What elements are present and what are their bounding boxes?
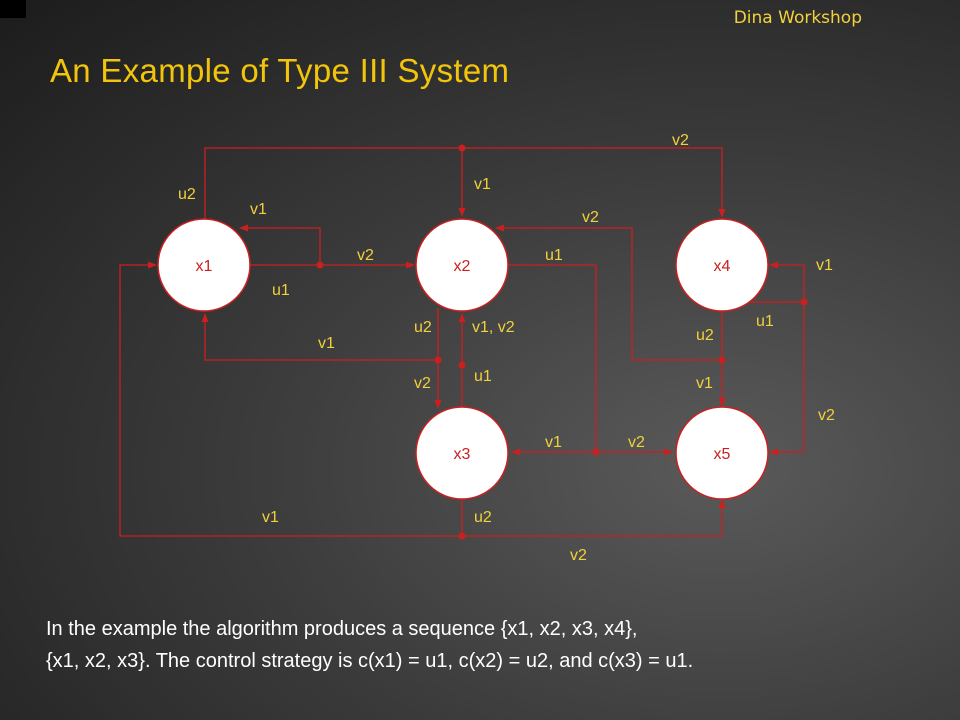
node-x1-label: x1 bbox=[196, 258, 213, 275]
edge-labels: v2 u2 v1 v2 u1 v1 v2 u1 u2 v1, v2 v1 v2 … bbox=[178, 132, 835, 564]
label-x2-u1: u1 bbox=[545, 247, 563, 264]
label-x2-x1-v1: v1 bbox=[318, 335, 335, 352]
label-bottom-v2: v2 bbox=[570, 547, 587, 564]
node-x4-label: x4 bbox=[714, 258, 731, 275]
junction-dots bbox=[316, 144, 808, 540]
label-x3-v1: v1 bbox=[545, 434, 562, 451]
edges bbox=[119, 147, 805, 537]
corner-mark bbox=[0, 0, 26, 18]
label-x1-u2: u2 bbox=[178, 186, 196, 203]
node-x5: x5 bbox=[675, 406, 769, 500]
label-x2-x3-v2: v2 bbox=[414, 375, 431, 392]
label-x5-v1: v1 bbox=[696, 375, 713, 392]
label-x4-v1: v1 bbox=[816, 257, 833, 274]
label-x2-u2: u2 bbox=[414, 319, 432, 336]
node-x3: x3 bbox=[415, 406, 509, 500]
edge-x2-u1 bbox=[508, 264, 597, 456]
label-bottom-v1: v1 bbox=[262, 509, 279, 526]
edge-top-x1-x4 bbox=[204, 147, 726, 219]
edge-x2-x1-v1 bbox=[201, 313, 438, 361]
header-text: Dina Workshop bbox=[733, 8, 862, 28]
label-x2-v2-right: v2 bbox=[582, 209, 599, 226]
label-x4-u2: u2 bbox=[696, 327, 714, 344]
label-x3-u2: u2 bbox=[474, 509, 492, 526]
node-x2: x2 bbox=[415, 218, 509, 312]
label-x2-v1v2: v1, v2 bbox=[472, 319, 515, 336]
edge-x5-x2-v2 bbox=[495, 224, 722, 361]
node-x1: x1 bbox=[157, 218, 251, 312]
edge-bottom-x1 bbox=[119, 261, 462, 537]
label-x5-v2-right: v2 bbox=[818, 407, 835, 424]
caption: In the example the algorithm produces a … bbox=[46, 613, 946, 677]
slide-title: An Example of Type III System bbox=[50, 52, 510, 89]
edge-x1-self bbox=[239, 224, 321, 265]
caption-line-2: {x1, x2, x3}. The control strategy is c(… bbox=[46, 650, 694, 672]
node-x3-label: x3 bbox=[454, 446, 471, 463]
nodes: x1 x2 x4 x3 x5 bbox=[157, 218, 769, 500]
label-top-v2: v2 bbox=[672, 132, 689, 149]
edge-x4-u1-x5 bbox=[742, 301, 805, 456]
label-x3-u1: u1 bbox=[474, 368, 492, 385]
label-x2-in-v1: v1 bbox=[474, 176, 491, 193]
label-x3-v2: v2 bbox=[628, 434, 645, 451]
label-x1-x2-v2: v2 bbox=[357, 247, 374, 264]
edge-x4-self bbox=[769, 261, 805, 302]
node-x4: x4 bbox=[675, 218, 769, 312]
label-x1-self-v1: v1 bbox=[250, 201, 267, 218]
label-x1-u1: u1 bbox=[272, 282, 290, 299]
label-x4-u1: u1 bbox=[756, 313, 774, 330]
edge-bottom-x5 bbox=[462, 499, 726, 537]
node-x5-label: x5 bbox=[714, 446, 731, 463]
node-x2-label: x2 bbox=[454, 258, 471, 275]
caption-line-1: In the example the algorithm produces a … bbox=[46, 618, 638, 640]
